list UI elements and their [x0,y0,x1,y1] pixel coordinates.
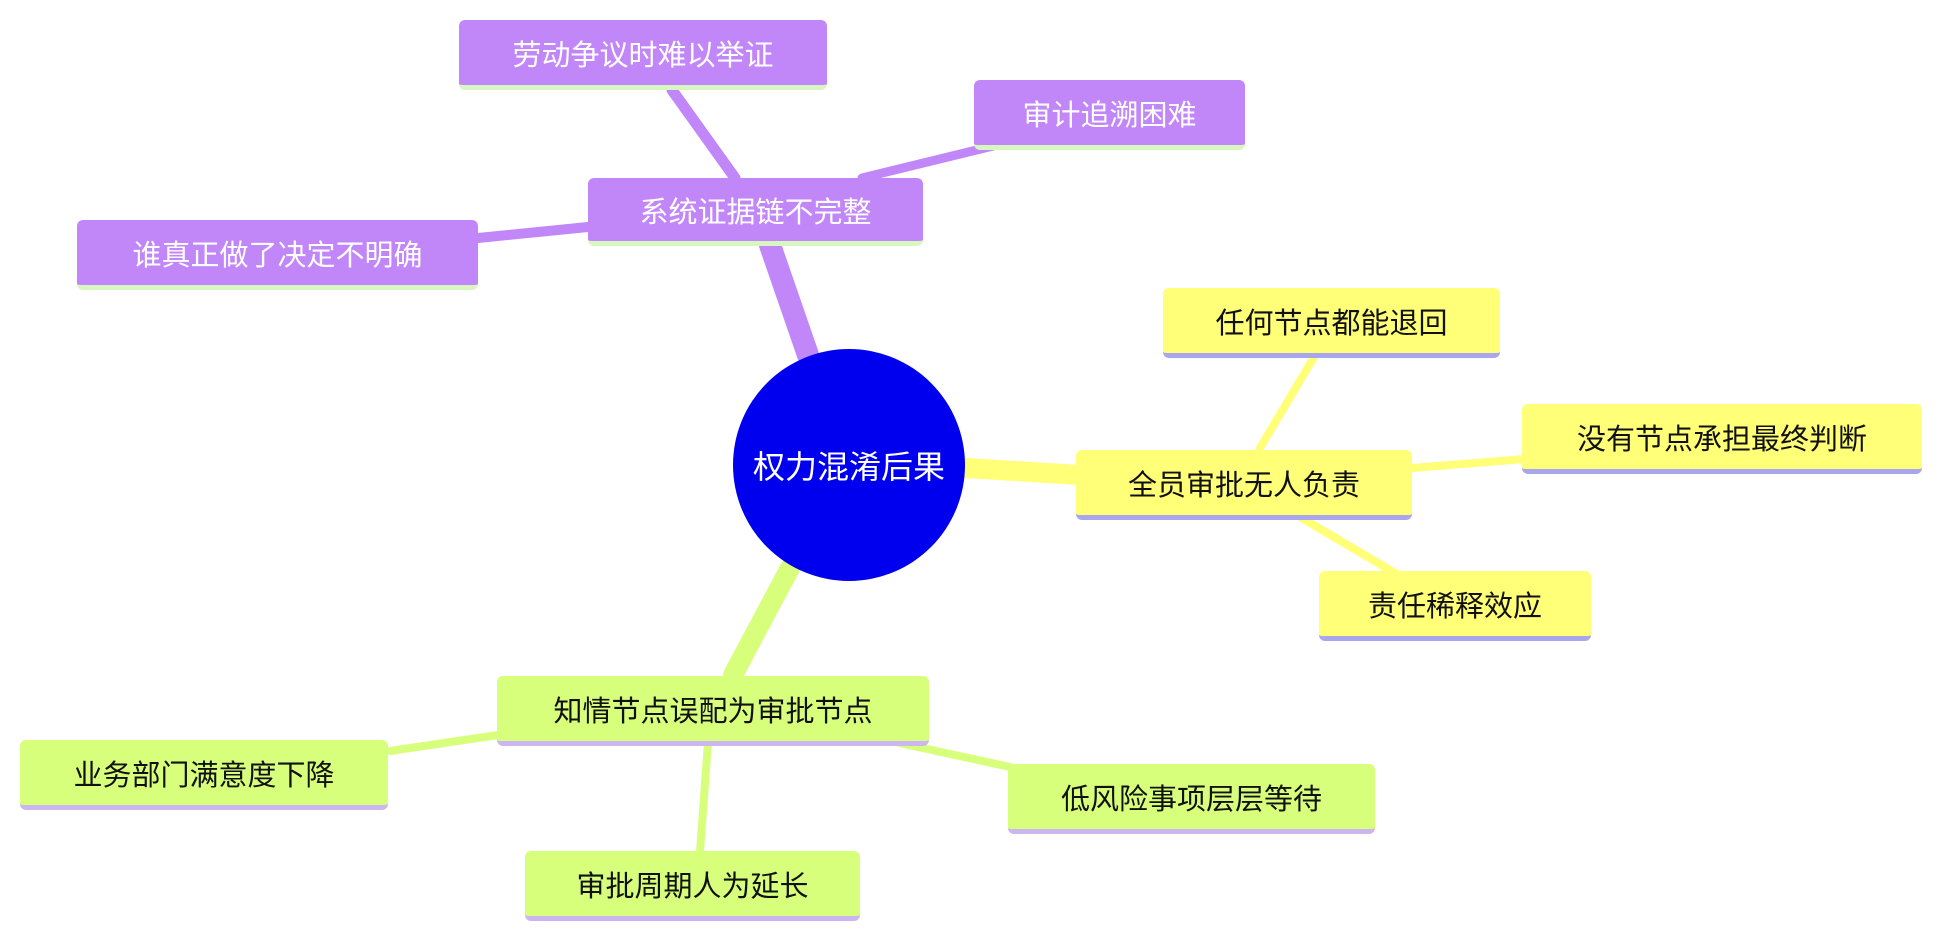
responsibility-child-3[interactable]: 责任稀释效应 [1319,571,1591,641]
branch-evidence[interactable]: 系统证据链不完整 [588,178,923,246]
branch-misconfig[interactable]: 知情节点误配为审批节点 [497,676,929,746]
connector-mis-child-2 [891,738,1014,771]
evidence-child-1[interactable]: 劳动争议时难以举证 [459,20,827,90]
connector-resp-child-1 [1256,353,1318,452]
misconfig-child-1-label: 业务部门满意度下降 [73,757,335,792]
evidence-child-2[interactable]: 审计追溯困难 [974,80,1245,150]
evidence-child-3[interactable]: 谁真正做了决定不明确 [77,220,478,290]
connector-evidence-child-1 [666,84,741,184]
connector-resp-child-2 [1408,455,1529,472]
connector-center-responsibility [955,458,1090,485]
misconfig-child-3[interactable]: 审批周期人为延长 [525,851,860,921]
responsibility-child-1[interactable]: 任何节点都能退回 [1163,288,1500,358]
connector-mis-child-1 [386,731,502,755]
evidence-child-1-label: 劳动争议时难以举证 [512,37,774,72]
connector-resp-child-3 [1296,513,1404,580]
responsibility-child-2-label: 没有节点承担最终判断 [1576,421,1867,456]
misconfig-child-3-label: 审批周期人为延长 [576,868,809,903]
center-topic-label: 权力混淆后果 [752,448,945,486]
connector-center-misconfig [723,558,800,685]
misconfig-child-2[interactable]: 低风险事项层层等待 [1008,764,1375,834]
responsibility-child-2[interactable]: 没有节点承担最终判断 [1522,404,1922,474]
misconfig-child-2-label: 低风险事项层层等待 [1060,781,1322,816]
responsibility-child-3-label: 责任稀释效应 [1367,588,1542,623]
branch-responsibility[interactable]: 全员审批无人负责 [1076,450,1412,520]
center-topic[interactable]: 权力混淆后果 [733,349,965,581]
responsibility-child-1-label: 任何节点都能退回 [1215,305,1448,340]
connector-center-evidence [759,234,819,366]
misconfig-child-1[interactable]: 业务部门满意度下降 [20,740,388,810]
connector-evidence-child-2 [857,141,998,183]
branch-misconfig-label: 知情节点误配为审批节点 [553,693,873,728]
connector-evidence-child-3 [473,222,593,243]
branch-evidence-label: 系统证据链不完整 [639,194,872,229]
branch-responsibility-label: 全员审批无人负责 [1127,467,1360,502]
evidence-child-3-label: 谁真正做了决定不明确 [132,237,423,272]
connector-mis-child-3 [696,738,712,856]
evidence-child-2-label: 审计追溯困难 [1022,97,1197,132]
